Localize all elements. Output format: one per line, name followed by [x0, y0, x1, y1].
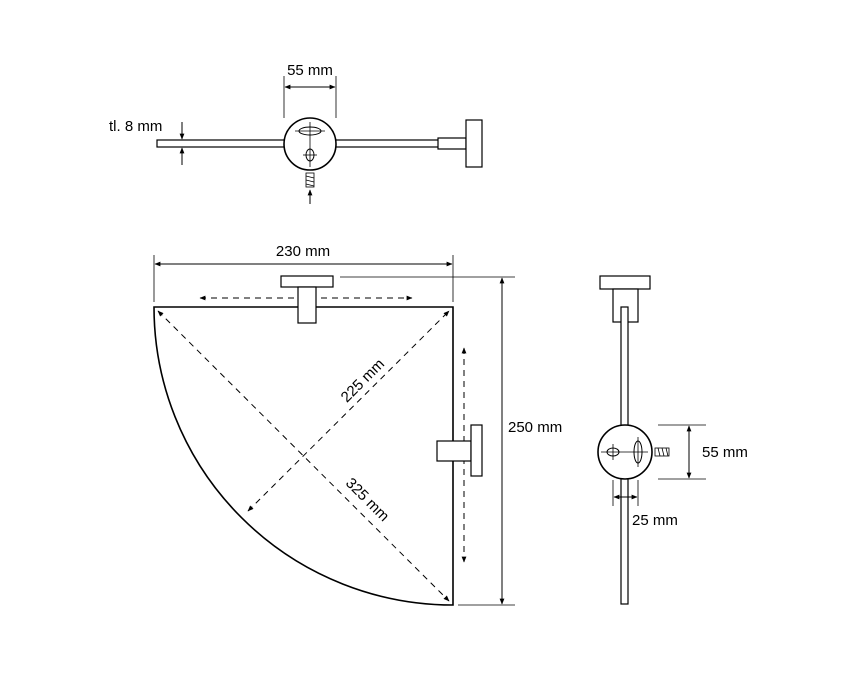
top-hole-spacing-label: 55 mm	[287, 62, 333, 79]
glass-thickness-label: tl. 8 mm	[109, 118, 162, 135]
bar-offset-label: 25 mm	[632, 512, 678, 529]
top-bracket-arm	[297, 286, 317, 324]
side-view: 55 mm 25 mm	[597, 275, 748, 605]
inner-diagonal-label: 225 mm	[338, 356, 388, 406]
side-view-wall-plate	[599, 275, 651, 290]
top-bracket-plate	[280, 275, 334, 288]
outer-diagonal-line	[157, 310, 450, 602]
side-bracket-arm	[436, 440, 472, 462]
width-label: 230 mm	[276, 243, 330, 260]
outer-diagonal-label: 325 mm	[342, 475, 392, 525]
front-view: 225 mm 325 mm 230 mm 250 mm	[153, 243, 562, 606]
top-view-bracket-arm	[437, 137, 467, 150]
top-view: 55 mm tl. 8 mm	[109, 62, 483, 204]
side-hole-spacing-label: 55 mm	[702, 444, 748, 461]
height-label: 250 mm	[508, 419, 562, 436]
top-view-wall-plate	[465, 119, 483, 168]
side-bracket-plate	[470, 424, 483, 477]
